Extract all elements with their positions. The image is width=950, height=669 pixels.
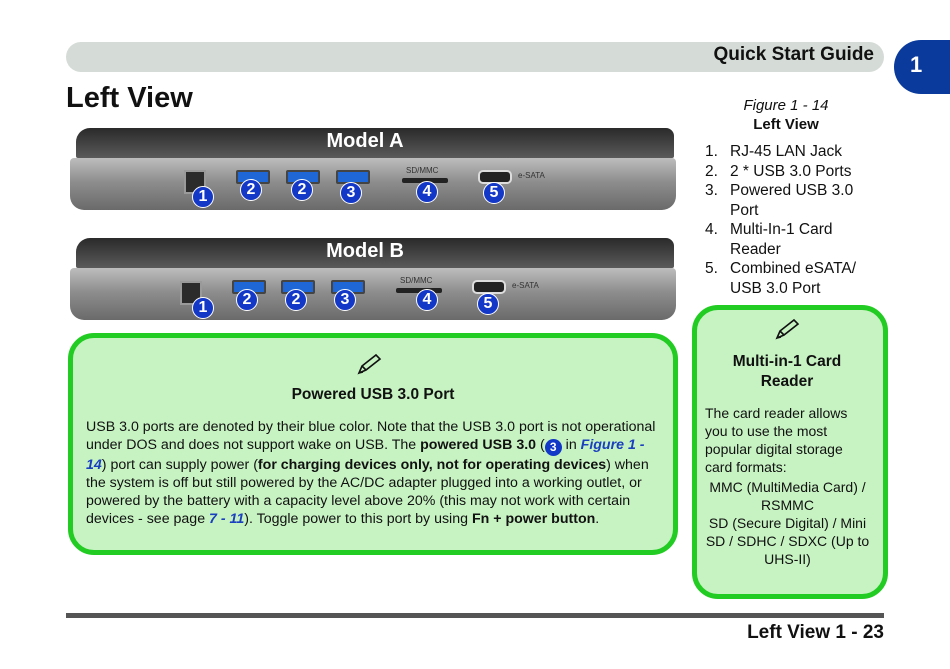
model-a-label: Model A (326, 130, 404, 152)
laptop-model-b-image: Model B SD/MMC e-SATA 1 2 2 3 4 5 (70, 238, 678, 326)
page-link[interactable]: 7 - 11 (209, 511, 245, 527)
footer-rule (66, 613, 884, 618)
callout-badge: 2 (291, 179, 313, 201)
card-reader-slot (396, 288, 442, 293)
laptop-lid (76, 238, 674, 268)
callout-badge: 2 (240, 179, 262, 201)
note-body: The card reader allows you to use the mo… (705, 405, 848, 475)
note-title: Powered USB 3.0 Port (291, 386, 455, 403)
chapter-number: 1 (910, 52, 923, 77)
note-body: USB 3.0 ports are denoted by their blue … (86, 419, 656, 527)
callout-badge: 1 (192, 186, 214, 208)
card-reader-label: SD/MMC (400, 276, 433, 285)
callout-badge: 1 (192, 297, 214, 319)
page-footer: Left View 1 - 23 (747, 622, 884, 643)
model-b-label: Model B (326, 240, 404, 262)
card-reader-label: SD/MMC (406, 166, 439, 175)
esata-port (472, 280, 506, 294)
callout-badge: 3 (340, 182, 362, 204)
laptop-model-a-image: Model A SD/MMC e-SATA 1 2 2 3 4 5 (70, 128, 678, 216)
figure-name: Left View (753, 116, 819, 133)
callout-badge: 5 (477, 293, 499, 315)
esata-label: e-SATA (512, 281, 539, 290)
callout-badge: 2 (285, 289, 307, 311)
list-item: 3.Powered USB 3.0 Port (705, 182, 854, 219)
note-box-card-reader (692, 305, 888, 599)
figure-legend: 1.RJ-45 LAN Jack 2.2 * USB 3.0 Ports 3.P… (705, 142, 875, 298)
laptop-body (70, 158, 676, 210)
figure-caption: Figure 1 - 14 Left View (706, 96, 866, 134)
pencil-icon (775, 318, 800, 340)
callout-badge: 2 (236, 289, 258, 311)
callout-badge: 3 (334, 289, 356, 311)
card-formats-sd: SD (Secure Digital) / Mini SD / SDHC / S… (705, 515, 870, 567)
note-box-powered-usb (68, 333, 678, 555)
esata-label: e-SATA (518, 171, 545, 180)
note-title: Multi-in-1 Card Reader (732, 353, 842, 390)
callout-badge-inline: 3 (544, 439, 562, 456)
laptop-lid (76, 128, 674, 158)
laptop-body (70, 268, 676, 320)
list-item: 5.Combined eSATA/ USB 3.0 Port (705, 260, 857, 297)
header-title: Quick Start Guide (713, 44, 874, 65)
figure-number: Figure 1 - 14 (743, 97, 829, 114)
pencil-icon (357, 353, 382, 375)
figure-link[interactable]: Figure 1 - 14 (86, 437, 645, 473)
callout-badge: 4 (416, 181, 438, 203)
chapter-tab (894, 40, 950, 94)
list-item: 4.Multi-In-1 Card Reader (705, 221, 833, 258)
callout-badge: 5 (483, 182, 505, 204)
header-bar (66, 42, 884, 72)
card-formats-mmc: MMC (MultiMedia Card) / RSMMC (709, 479, 866, 513)
list-item: 2.2 * USB 3.0 Ports (705, 162, 852, 180)
page-title: Left View (66, 82, 193, 114)
card-reader-slot (402, 178, 448, 183)
list-item: 1.RJ-45 LAN Jack (705, 143, 842, 160)
callout-badge: 4 (416, 289, 438, 311)
